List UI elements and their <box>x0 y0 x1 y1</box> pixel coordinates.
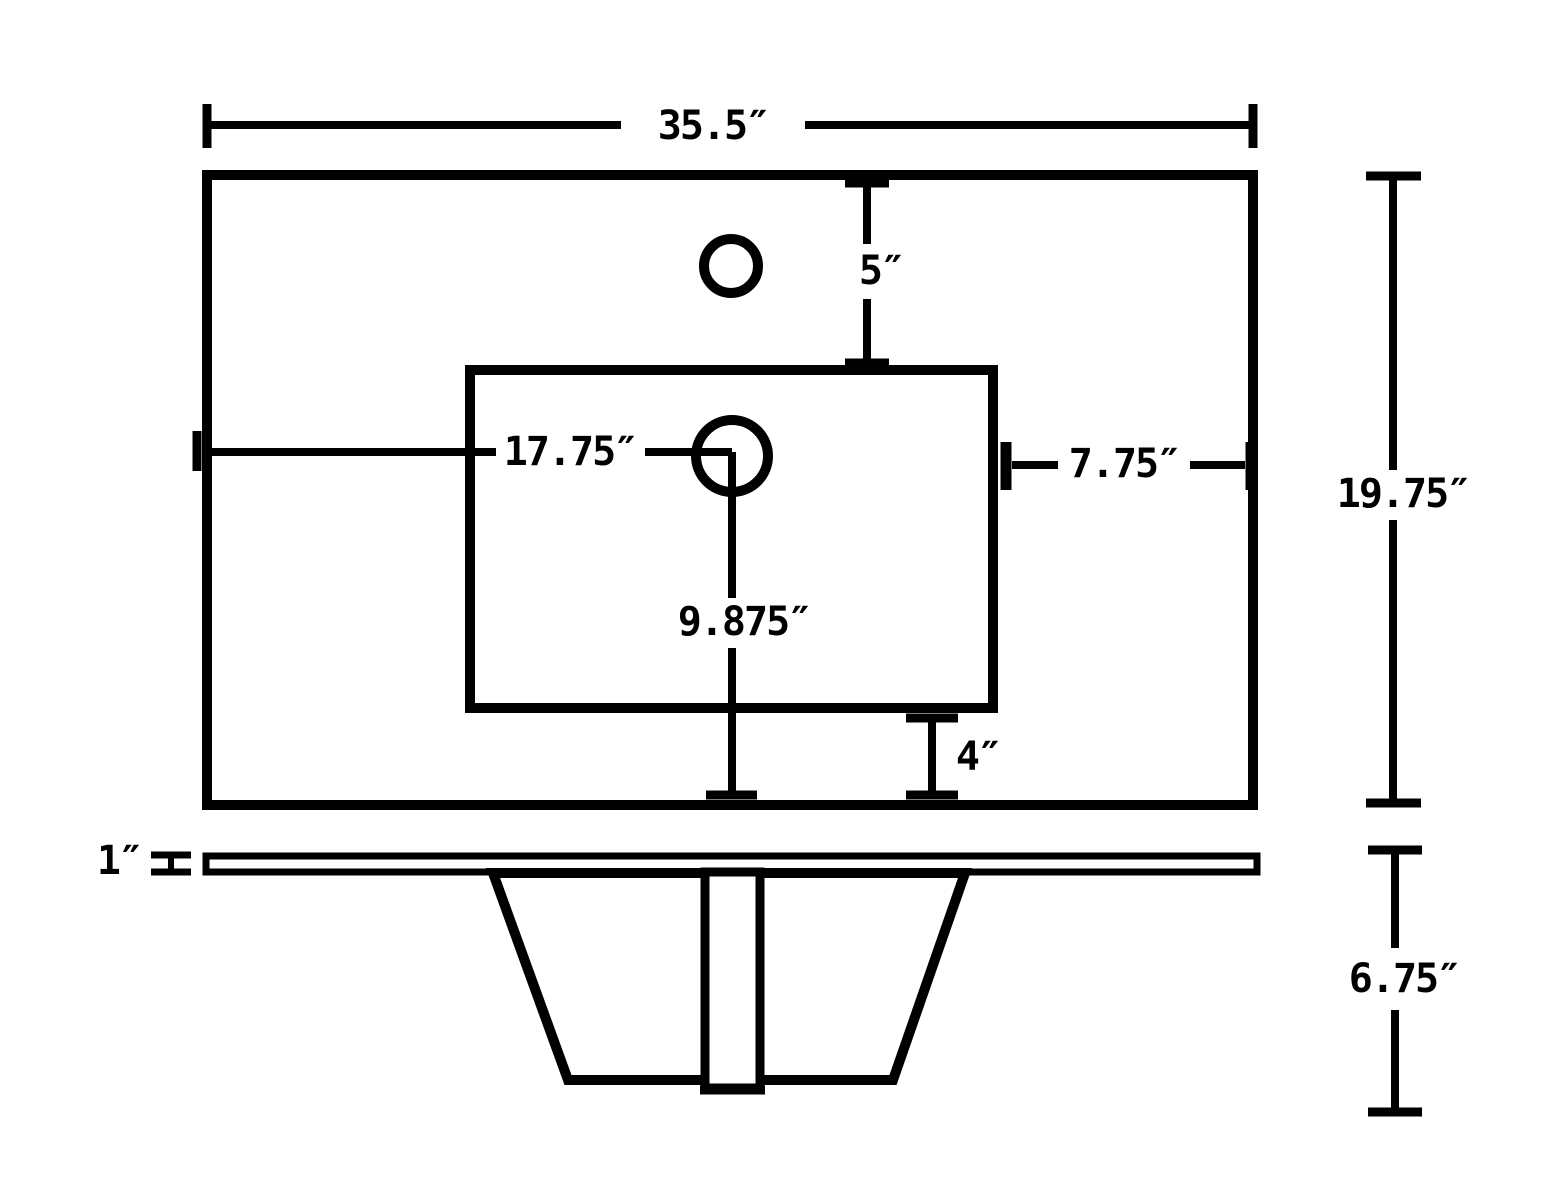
dim-label-faucet-to-basin: 5″ <box>859 248 903 294</box>
front-view-basin-bowl <box>485 868 973 1085</box>
faucet-hole <box>699 234 763 298</box>
dim-label-top-thickness: 1″ <box>97 838 141 884</box>
dim-label-overall-width: 35.5″ <box>658 103 768 149</box>
dim-label-overall-depth: 19.75″ <box>1337 471 1470 517</box>
front-view-drain-pipe <box>700 867 765 1093</box>
dim-label-bowl-depth: 6.75″ <box>1349 956 1459 1002</box>
dim-label-basin-to-right-edge: 7.75″ <box>1069 441 1179 487</box>
dim-label-drain-from-left: 17.75″ <box>504 429 637 475</box>
dim-label-basin-to-bottom-edge: 4″ <box>956 734 1000 780</box>
dim-label-drain-offset-down: 9.875″ <box>678 599 811 645</box>
